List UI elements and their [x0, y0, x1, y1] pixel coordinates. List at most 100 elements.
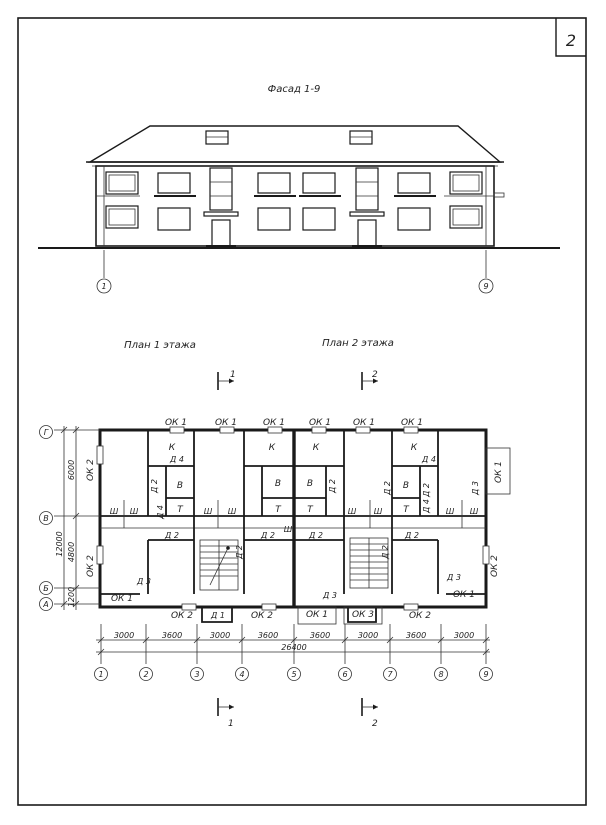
svg-text:ОК 1: ОК 1	[306, 610, 328, 620]
svg-text:Б: Б	[43, 584, 49, 593]
svg-text:ОК 3: ОК 3	[352, 610, 374, 620]
svg-text:8: 8	[438, 670, 443, 679]
svg-text:В: В	[43, 514, 49, 523]
svg-text:4800: 4800	[67, 542, 76, 562]
svg-text:3000: 3000	[454, 631, 474, 640]
facade-title: Фасад 1-9	[268, 84, 321, 95]
svg-text:ОК 2: ОК 2	[490, 555, 500, 577]
svg-text:7: 7	[387, 670, 393, 679]
svg-text:Д 2: Д 2	[308, 531, 323, 540]
svg-text:6000: 6000	[67, 460, 76, 480]
horizontal-axes: Г В Б А	[39, 425, 100, 611]
section-mark-1-bottom: 1	[217, 698, 234, 729]
stair-right	[349, 537, 389, 589]
plan-labels: ОК 1 ОК 1 ОК 1 ОК 1 ОК 1 ОК 1 ОК 2 ОК 2 …	[86, 418, 504, 621]
svg-text:9: 9	[483, 670, 488, 679]
plan-second-floor-title: План 2 этажа	[322, 338, 394, 349]
svg-text:В: В	[275, 479, 281, 489]
svg-text:Д 2: Д 2	[404, 531, 419, 540]
floor-plan	[96, 426, 511, 625]
svg-text:ОК 1: ОК 1	[111, 594, 133, 604]
svg-text:3000: 3000	[210, 631, 230, 640]
svg-text:Д 1: Д 1	[210, 611, 225, 620]
facade-drawing	[38, 125, 560, 278]
svg-text:ОК 1: ОК 1	[494, 461, 504, 483]
svg-text:3600: 3600	[310, 631, 330, 640]
facade-axis-1: 1	[96, 278, 112, 294]
svg-text:Д 2: Д 2	[260, 531, 275, 540]
svg-text:В: В	[307, 479, 313, 489]
svg-text:Ш: Ш	[284, 525, 293, 534]
svg-text:Д 2: Д 2	[381, 545, 390, 560]
bottom-dimensions: 3000 3600 3000 3600 3600 3000 3600 3000 …	[96, 624, 490, 664]
svg-text:1200: 1200	[67, 587, 76, 607]
svg-text:2: 2	[143, 670, 148, 679]
svg-text:Ш: Ш	[470, 507, 479, 516]
section-mark-1-top: 1	[217, 370, 236, 390]
sheet-number: 2	[566, 31, 576, 50]
svg-text:1: 1	[230, 370, 236, 380]
svg-text:5: 5	[291, 670, 296, 679]
svg-text:ОК 2: ОК 2	[86, 555, 96, 577]
svg-text:12000: 12000	[55, 531, 64, 556]
svg-text:2: 2	[372, 719, 378, 729]
svg-text:ОК 2: ОК 2	[171, 611, 193, 621]
svg-text:26400: 26400	[281, 643, 306, 652]
svg-text:3600: 3600	[406, 631, 426, 640]
section-mark-2-top: 2	[361, 370, 378, 390]
svg-text:А: А	[42, 600, 48, 609]
svg-text:Г: Г	[44, 428, 49, 437]
svg-text:Ш: Ш	[446, 507, 455, 516]
svg-text:К: К	[269, 443, 276, 453]
svg-text:ОК 2: ОК 2	[409, 611, 431, 621]
section-mark-2-bottom: 2	[361, 698, 378, 729]
svg-text:2: 2	[372, 370, 378, 380]
svg-text:В: В	[177, 481, 183, 491]
svg-text:Ш: Ш	[204, 507, 213, 516]
svg-text:Д 2: Д 2	[150, 479, 159, 494]
svg-text:Ш: Ш	[228, 507, 237, 516]
sheet-number-box: 2	[555, 18, 586, 57]
svg-text:Д 2: Д 2	[422, 483, 431, 498]
svg-text:Д 3: Д 3	[322, 591, 337, 600]
svg-text:ОК 1: ОК 1	[309, 418, 331, 428]
svg-text:Д 4: Д 4	[156, 505, 165, 520]
svg-text:6: 6	[342, 670, 347, 679]
svg-text:3600: 3600	[162, 631, 182, 640]
svg-text:Ш: Ш	[348, 507, 357, 516]
svg-text:1: 1	[228, 719, 234, 729]
svg-text:ОК 1: ОК 1	[165, 418, 187, 428]
svg-text:Ш: Ш	[130, 507, 139, 516]
svg-text:3000: 3000	[358, 631, 378, 640]
svg-text:К: К	[169, 443, 176, 453]
svg-text:Ш: Ш	[374, 507, 383, 516]
svg-text:К: К	[411, 443, 418, 453]
facade-axis-9: 9	[478, 278, 494, 294]
svg-text:Т: Т	[177, 505, 184, 515]
svg-text:3: 3	[194, 670, 199, 679]
svg-text:1: 1	[98, 670, 103, 679]
svg-text:3000: 3000	[114, 631, 134, 640]
svg-text:ОК 1: ОК 1	[453, 590, 475, 600]
svg-text:Д 3: Д 3	[446, 573, 461, 582]
stair-left	[199, 539, 239, 591]
svg-text:Д 2: Д 2	[164, 531, 179, 540]
svg-text:ОК 2: ОК 2	[86, 459, 96, 481]
svg-text:В: В	[403, 481, 409, 491]
svg-text:1: 1	[101, 282, 106, 291]
svg-text:Т: Т	[403, 505, 410, 515]
svg-text:Ш: Ш	[110, 507, 119, 516]
svg-text:Д 2: Д 2	[383, 481, 392, 496]
svg-text:ОК 1: ОК 1	[353, 418, 375, 428]
svg-text:Д 2: Д 2	[328, 479, 337, 494]
svg-text:9: 9	[483, 282, 488, 291]
svg-text:ОК 2: ОК 2	[251, 611, 273, 621]
svg-text:Т: Т	[275, 505, 282, 515]
svg-text:ОК 1: ОК 1	[215, 418, 237, 428]
svg-text:4: 4	[239, 670, 244, 679]
svg-text:Д 4: Д 4	[421, 455, 436, 464]
svg-text:ОК 1: ОК 1	[263, 418, 285, 428]
vertical-axes: 1 2 3 4 5 6 7 8 9	[94, 667, 493, 681]
svg-text:Д 4: Д 4	[169, 455, 184, 464]
